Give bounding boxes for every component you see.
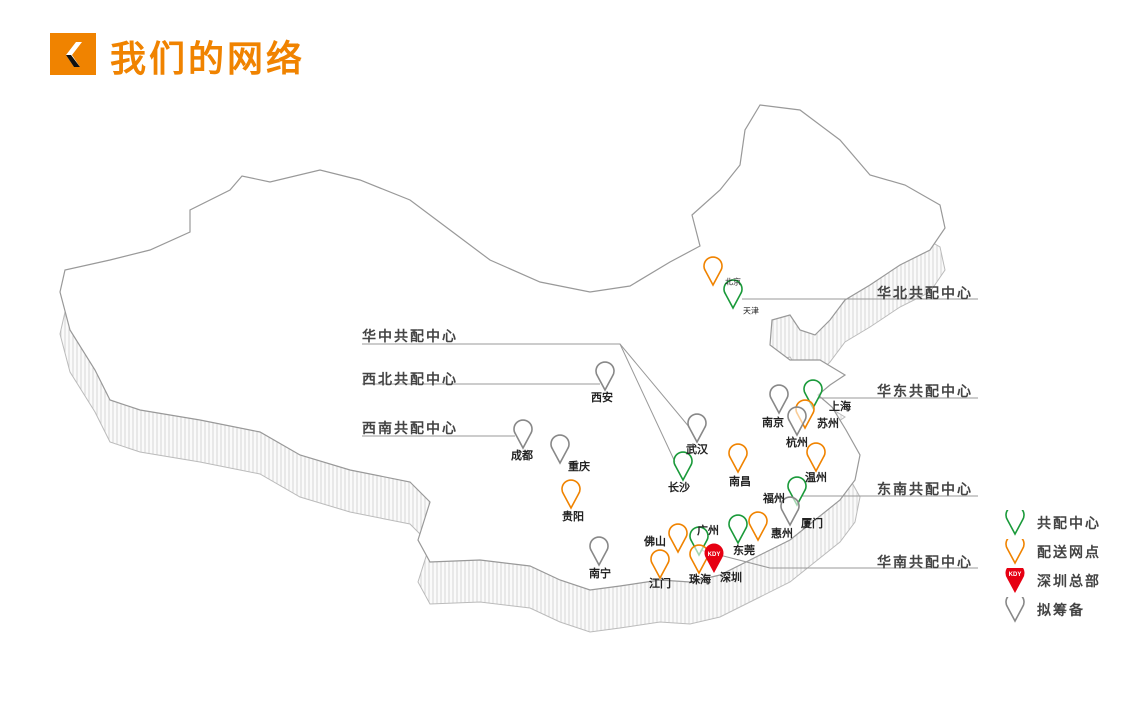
city-label: 武汉 <box>686 443 708 456</box>
city-label: 西安 <box>591 391 613 404</box>
planned-pin-icon <box>595 361 615 392</box>
city-label: 厦门 <box>801 517 823 530</box>
delivery-pin-icon <box>561 479 581 510</box>
brand-logo <box>50 33 96 75</box>
city-label: 珠海 <box>689 573 711 586</box>
hub-pin-icon <box>728 514 748 545</box>
hub-leader-lines <box>362 298 978 569</box>
city-label: 杭州 <box>786 436 808 449</box>
city-label: 天津 <box>743 306 759 316</box>
hub-pin-icon <box>803 379 823 410</box>
page-title: 我们的网络 <box>110 39 306 80</box>
city-label: 佛山 <box>644 535 666 548</box>
delivery-pin-icon <box>728 443 748 474</box>
hq-pin-icon: KDY <box>704 543 724 574</box>
planned-pin-icon <box>769 384 789 415</box>
legend-label: 配送网点 <box>1037 544 1101 561</box>
city-label: 南京 <box>762 416 784 429</box>
legend-label: 深圳总部 <box>1037 573 1101 590</box>
hub-center-label: 西南共配中心 <box>362 421 458 437</box>
legend-label: 共配中心 <box>1037 515 1101 532</box>
hub-center-label: 东南共配中心 <box>877 482 973 498</box>
map-outline <box>59 104 946 591</box>
delivery-pin-icon <box>703 256 723 287</box>
city-label: 长沙 <box>668 481 690 494</box>
city-label: 成都 <box>511 449 533 462</box>
hq-pin-icon: KDY <box>1005 567 1025 593</box>
planned-pin-icon <box>1005 596 1025 623</box>
city-label: 苏州 <box>817 417 839 430</box>
delivery-pin-icon <box>748 511 768 542</box>
planned-pin-icon <box>589 536 609 567</box>
legend-item-hub: 共配中心 <box>1003 508 1101 537</box>
hub-center-label: 西北共配中心 <box>362 372 458 388</box>
hub-center-label: 华南共配中心 <box>877 555 973 571</box>
city-label: 深圳 <box>720 571 742 584</box>
city-label: 重庆 <box>568 460 590 473</box>
planned-pin-icon <box>787 406 807 437</box>
city-label: 惠州 <box>771 527 793 540</box>
city-label: 北京 <box>725 277 741 287</box>
city-label: 上海 <box>829 400 851 413</box>
hub-center-label: 华中共配中心 <box>362 329 458 345</box>
city-label: 广州 <box>697 524 719 537</box>
planned-pin-icon <box>687 413 707 444</box>
legend: 共配中心 配送网点 KDY 深圳总部 拟筹备 <box>1003 508 1101 624</box>
planned-pin-icon <box>550 434 570 465</box>
hq-badge-text: KDY <box>1009 572 1022 578</box>
delivery-pin-icon <box>806 442 826 473</box>
planned-pin-icon <box>513 419 533 450</box>
legend-item-hq: KDY 深圳总部 <box>1003 566 1101 595</box>
city-label: 贵阳 <box>562 510 584 523</box>
city-label: 温州 <box>805 471 827 484</box>
city-label: 东莞 <box>733 544 755 557</box>
legend-label: 拟筹备 <box>1037 602 1085 619</box>
delivery-pin-icon <box>1005 538 1025 565</box>
hub-pin-icon <box>787 476 807 507</box>
city-label: 福州 <box>763 492 785 505</box>
hub-pin-icon <box>689 526 709 557</box>
hub-pin-icon <box>723 279 743 310</box>
legend-item-delivery: 配送网点 <box>1003 537 1101 566</box>
city-label: 南昌 <box>729 475 751 488</box>
hq-badge-text: KDY <box>708 552 721 558</box>
delivery-pin-icon <box>650 549 670 580</box>
planned-pin-icon <box>780 496 800 527</box>
city-label: 南宁 <box>589 567 611 580</box>
city-label: 江门 <box>649 577 671 590</box>
hub-pin-icon <box>1005 509 1025 536</box>
legend-item-planned: 拟筹备 <box>1003 595 1101 624</box>
delivery-pin-icon <box>668 523 688 554</box>
hub-center-label: 华东共配中心 <box>877 384 973 400</box>
hub-pin-icon <box>673 451 693 482</box>
hub-center-label: 华北共配中心 <box>877 286 973 302</box>
